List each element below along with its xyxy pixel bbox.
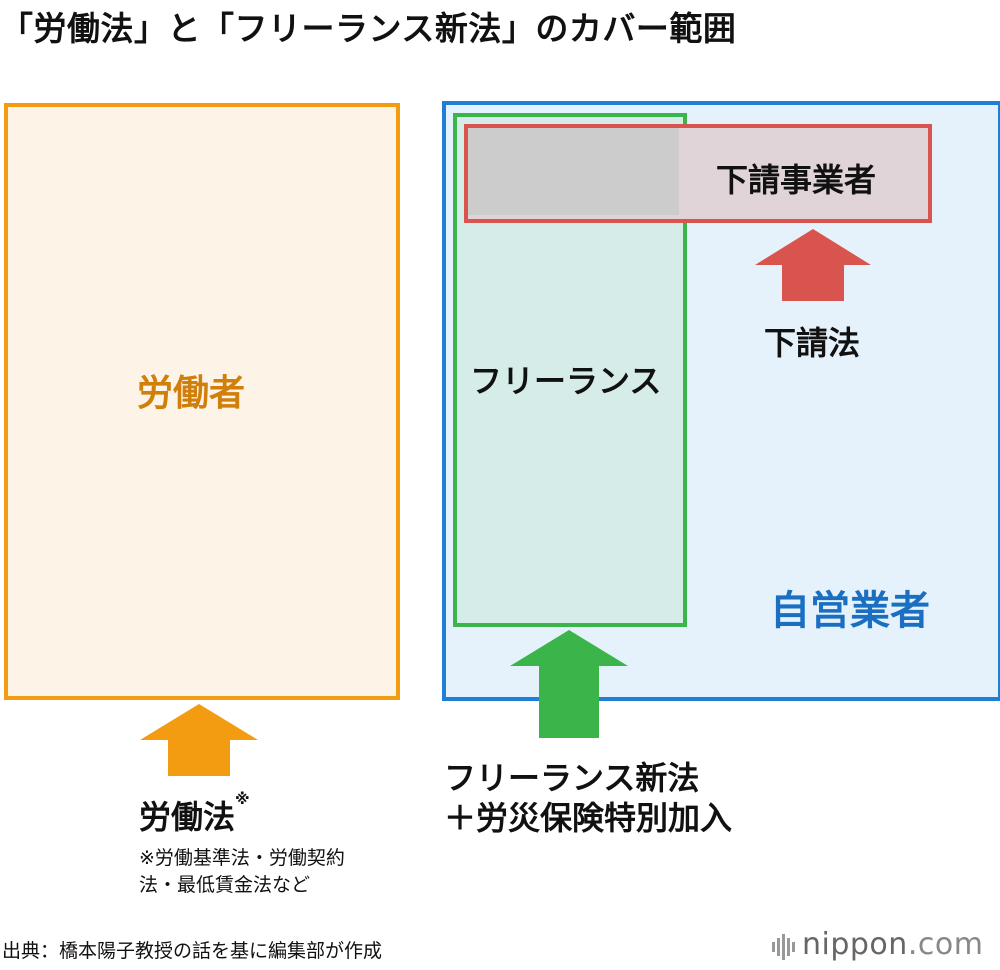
labor-law-note-line2: 法・最低賃金法など bbox=[139, 874, 311, 896]
new-law-arrow-icon bbox=[510, 630, 628, 738]
labor-law-footnote-mark: ※ bbox=[235, 790, 250, 808]
freelance-subcontractor-overlap bbox=[468, 128, 679, 215]
labor-law-label: 労働法※ bbox=[139, 790, 250, 838]
logo-bars-icon bbox=[772, 933, 795, 960]
logo-suffix: .com bbox=[907, 927, 984, 962]
new-law-line1: フリーランス新法 bbox=[444, 759, 700, 797]
labor-law-arrow-icon bbox=[140, 704, 258, 776]
new-law-line2: ＋労災保険特別加入 bbox=[444, 799, 733, 837]
nippon-logo: nippon.com bbox=[772, 927, 983, 962]
labor-law-note: ※労働基準法・労働契約 法・最低賃金法など bbox=[139, 845, 345, 899]
source-credit: 出典：橋本陽子教授の話を基に編集部が作成 bbox=[2, 940, 383, 962]
self-employed-label: 自営業者 bbox=[770, 588, 930, 634]
freelance-label: フリーランス bbox=[470, 362, 662, 400]
logo-name: nippon bbox=[802, 927, 908, 962]
labor-law-text: 労働法 bbox=[139, 798, 236, 836]
diagram-title: 「労働法」と「フリーランス新法」のカバー範囲 bbox=[0, 9, 737, 48]
workers-label: 労働者 bbox=[137, 373, 246, 414]
new-law-label: フリーランス新法 ＋労災保険特別加入 bbox=[444, 758, 732, 838]
subcontract-law-label: 下請法 bbox=[764, 324, 861, 362]
subcontractors-label: 下請事業者 bbox=[716, 161, 877, 199]
labor-law-note-line1: ※労働基準法・労働契約 bbox=[139, 847, 345, 869]
subcontract-law-arrow-icon bbox=[755, 229, 871, 301]
workers-box bbox=[4, 103, 400, 700]
